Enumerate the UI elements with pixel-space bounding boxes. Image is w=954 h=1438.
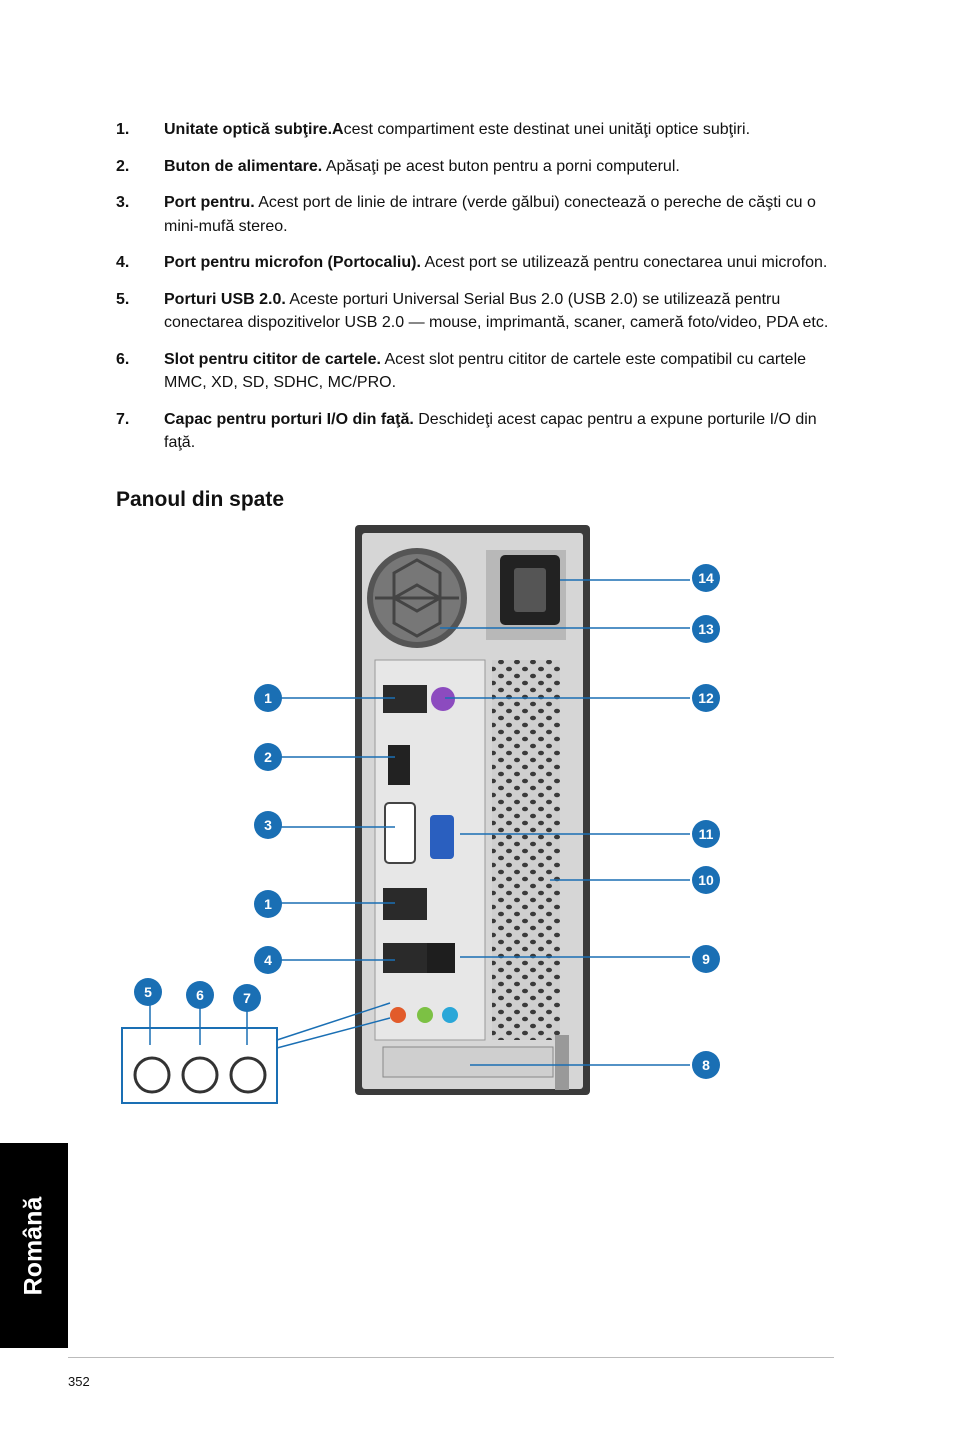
usb-port-icon bbox=[383, 888, 405, 920]
callout-13 bbox=[692, 615, 720, 643]
callout-label: 2 bbox=[264, 749, 272, 765]
callout-6 bbox=[186, 981, 214, 1009]
list-item: 2. Buton de alimentare. Apăsaţi pe acest… bbox=[116, 155, 836, 179]
item-term: Unitate optică subţire.A bbox=[164, 121, 344, 138]
mic-jack-icon bbox=[390, 1007, 406, 1023]
item-desc: Acest port se utilizează pentru conectar… bbox=[420, 254, 828, 271]
item-number: 7. bbox=[116, 410, 130, 428]
line-in-jack-icon bbox=[442, 1007, 458, 1023]
callout-label: 10 bbox=[698, 872, 714, 888]
item-desc: cest compartiment este destinat unei uni… bbox=[343, 121, 751, 138]
callout-5 bbox=[134, 978, 162, 1006]
fan-grill bbox=[375, 558, 459, 638]
item-desc: Apăsaţi pe acest buton pentru a porni co… bbox=[322, 157, 680, 175]
callout-1 bbox=[254, 684, 282, 712]
vent-grid bbox=[492, 660, 560, 1040]
slot-bracket bbox=[555, 1035, 569, 1090]
callout-label: 4 bbox=[264, 952, 272, 968]
list-item: 1. Unitate optică subţire.Acest comparti… bbox=[116, 118, 836, 142]
callout-8 bbox=[692, 1051, 720, 1079]
language-tab-label: Română bbox=[19, 1196, 48, 1295]
item-desc: Deschideţi acest capac pentru a expune p… bbox=[164, 410, 817, 452]
callout-label: 13 bbox=[698, 621, 714, 637]
item-term: Capac pentru porturi I/O din faţă. bbox=[164, 410, 414, 428]
item-desc: Acest slot pentru cititor de cartele est… bbox=[164, 350, 807, 392]
ps2-port-icon bbox=[431, 687, 455, 711]
footer-divider bbox=[68, 1357, 834, 1358]
item-term: Buton de alimentare. bbox=[164, 157, 323, 175]
callout-label: 14 bbox=[698, 570, 714, 586]
dvi-port-icon bbox=[384, 802, 416, 864]
callout-label: 11 bbox=[699, 826, 714, 842]
mic-jack-zoom-icon bbox=[133, 1056, 171, 1094]
page-number: 352 bbox=[68, 1374, 90, 1389]
item-number: 2. bbox=[116, 157, 130, 175]
callout-1b bbox=[254, 890, 282, 918]
callout-label: 1 bbox=[264, 896, 272, 912]
rear-panel-diagram: 14 13 12 11 10 9 8 1 2 3 1 4 5 6 7 bbox=[121, 525, 720, 1104]
hdmi-port-icon bbox=[388, 745, 410, 785]
item-term: Port pentru microfon (Portocaliu). bbox=[164, 254, 421, 271]
item-number: 1. bbox=[116, 121, 130, 138]
callout-4 bbox=[254, 946, 282, 974]
item-desc: Acest port de linie de intrare (verde gă… bbox=[164, 194, 816, 235]
callout-9 bbox=[692, 945, 720, 973]
usb-port-icon bbox=[405, 943, 427, 973]
callout-label: 5 bbox=[144, 984, 152, 1000]
callout-label: 8 bbox=[702, 1057, 710, 1073]
callout-label: 7 bbox=[243, 990, 251, 1006]
callout-3 bbox=[254, 811, 282, 839]
callout-14 bbox=[692, 564, 720, 592]
callout-label: 6 bbox=[196, 987, 204, 1003]
expansion-slot bbox=[382, 1046, 554, 1078]
callout-12 bbox=[692, 684, 720, 712]
callout-label: 3 bbox=[264, 817, 272, 833]
item-term: Port pentru. bbox=[164, 194, 255, 211]
feature-list: 1. Unitate optică subţire.Acest comparti… bbox=[116, 118, 836, 468]
callout-label: 1 bbox=[264, 690, 272, 706]
line-out-jack-icon bbox=[417, 1007, 433, 1023]
item-term: Slot pentru cititor de cartele. bbox=[164, 350, 381, 368]
list-item: 7. Capac pentru porturi I/O din faţă. De… bbox=[116, 408, 836, 455]
usb-port-icon bbox=[383, 685, 405, 713]
callout-11 bbox=[692, 820, 720, 848]
list-item: 5. Porturi USB 2.0. Aceste porturi Unive… bbox=[116, 288, 836, 335]
line-out-jack-zoom-icon bbox=[181, 1056, 219, 1094]
list-item: 4. Port pentru microfon (Portocaliu). Ac… bbox=[116, 251, 836, 275]
callout-7 bbox=[233, 984, 261, 1012]
leader-lines bbox=[149, 579, 690, 1066]
callout-label: 9 bbox=[702, 951, 710, 967]
item-number: 3. bbox=[116, 194, 130, 211]
callout-label: 12 bbox=[698, 690, 714, 706]
usb-port-icon bbox=[383, 943, 405, 973]
section-title: Panoul din spate bbox=[116, 488, 285, 511]
callout-2 bbox=[254, 743, 282, 771]
list-item: 3. Port pentru. Acest port de linie de i… bbox=[116, 191, 836, 238]
item-number: 6. bbox=[116, 350, 130, 368]
item-desc: Aceste porturi Universal Serial Bus 2.0 … bbox=[164, 290, 829, 332]
item-number: 4. bbox=[116, 254, 130, 271]
list-item: 6. Slot pentru cititor de cartele. Acest… bbox=[116, 348, 836, 395]
vga-port-icon bbox=[430, 815, 454, 859]
language-tab: Română bbox=[0, 1143, 68, 1348]
item-number: 5. bbox=[116, 290, 130, 308]
usb-port-icon bbox=[405, 888, 427, 920]
lan-port-icon bbox=[427, 943, 455, 973]
line-in-jack-zoom-icon bbox=[229, 1056, 267, 1094]
usb-port-icon bbox=[405, 685, 427, 713]
item-term: Porturi USB 2.0. bbox=[164, 290, 286, 308]
callout-10 bbox=[692, 866, 720, 894]
